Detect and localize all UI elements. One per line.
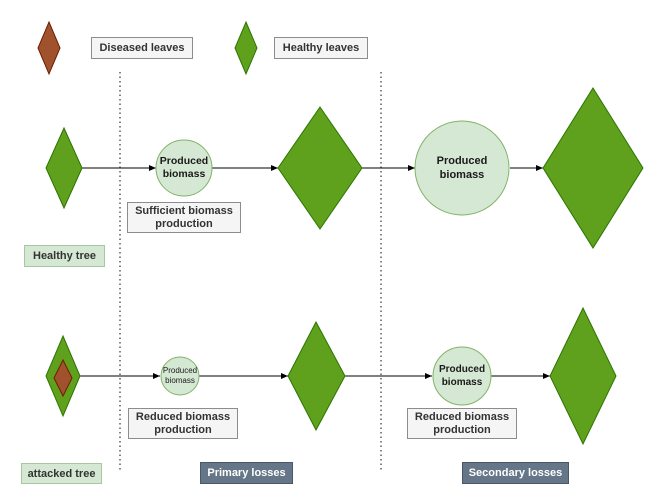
attacked-produced-biomass-circle-1 bbox=[160, 356, 200, 396]
reduced-biomass-production-caption-1: Reduced biomass production bbox=[128, 408, 238, 439]
attacked-produced-biomass-text-2: Produced biomass bbox=[438, 364, 486, 388]
healthy-tree-label: Healthy tree bbox=[24, 245, 105, 267]
healthy-produced-biomass-text-1: Produced biomass bbox=[159, 155, 209, 180]
healthy-produced-biomass-circle-1 bbox=[155, 139, 213, 197]
primary-losses-label: Primary losses bbox=[200, 462, 293, 484]
reduced-biomass-production-caption-2: Reduced biomass production bbox=[407, 408, 517, 439]
attacked-tree-diseased-leaf-icon bbox=[53, 358, 73, 398]
healthy-leaf-legend-icon bbox=[234, 20, 258, 76]
attacked-produced-biomass-text-1: Produced biomass bbox=[162, 366, 198, 385]
healthy-produced-biomass-text-2: Produced biomass bbox=[436, 155, 488, 181]
healthy-tree-leaf-icon bbox=[45, 126, 83, 210]
attacked-produced-biomass-circle-2 bbox=[432, 346, 492, 406]
healthy-produced-biomass-circle-2 bbox=[414, 120, 510, 216]
attacked-leaf-secondary bbox=[549, 306, 617, 446]
healthy-leaves-legend-label: Healthy leaves bbox=[274, 37, 368, 59]
attacked-tree-label: attacked tree bbox=[21, 463, 102, 484]
healthy-leaf-secondary bbox=[542, 87, 644, 249]
secondary-losses-label: Secondary losses bbox=[462, 462, 569, 484]
diseased-leaf-legend-icon bbox=[37, 20, 61, 76]
attacked-leaf-primary bbox=[287, 320, 346, 432]
diseased-leaves-legend-label: Diseased leaves bbox=[91, 37, 193, 59]
sufficient-biomass-production-caption: Sufficient biomass production bbox=[127, 202, 241, 233]
healthy-leaf-primary bbox=[277, 106, 363, 230]
